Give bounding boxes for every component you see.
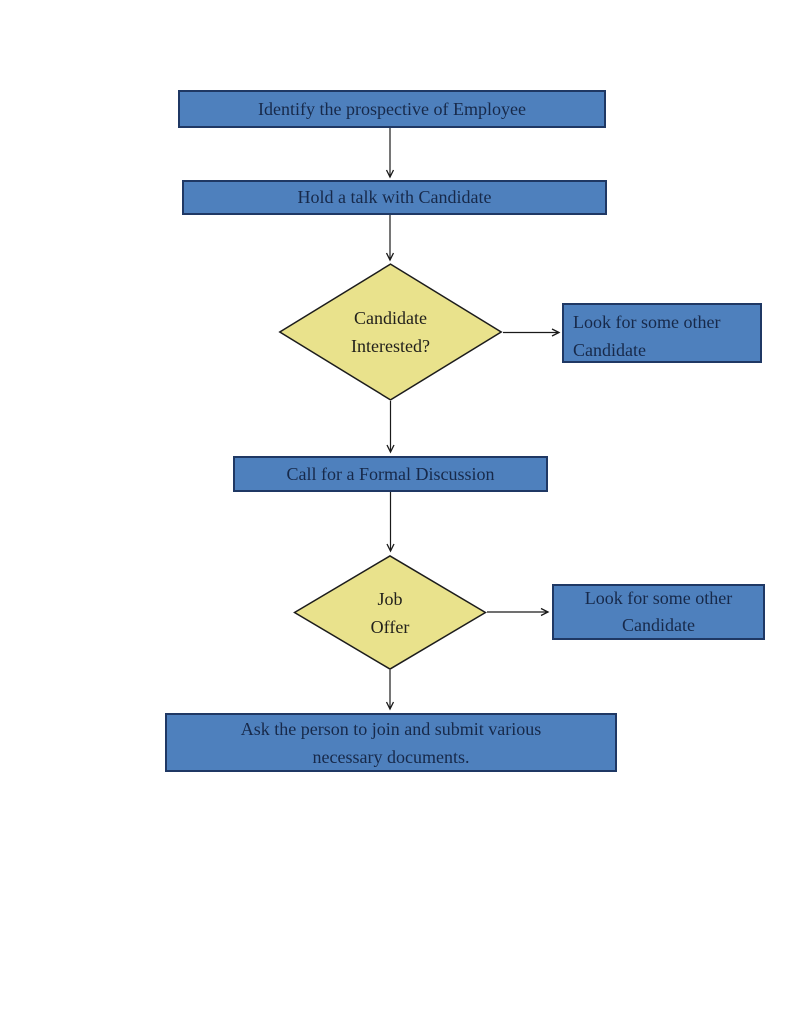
node-label-line2: Candidate [622, 615, 695, 635]
node-label: Call for a Formal Discussion [286, 463, 495, 484]
node-label-line2: Offer [370, 616, 410, 637]
process-ask-join-documents: Ask the person to join and submit variou… [165, 713, 617, 772]
node-label-line2: necessary documents. [312, 746, 470, 767]
process-look-other-candidate-1: Look for some other Candidate [562, 303, 762, 363]
node-label-line2: Candidate [573, 340, 646, 360]
node-label: Identify the prospective of Employee [258, 98, 526, 119]
node-label-line1: Job [377, 588, 403, 609]
process-identify-prospective: Identify the prospective of Employee [178, 90, 606, 128]
node-label: Job Offer [293, 555, 487, 670]
node-label: Hold a talk with Candidate [297, 187, 492, 207]
decision-job-offer: Job Offer [293, 555, 487, 670]
diamond-shape [293, 555, 487, 670]
process-look-other-candidate-2: Look for some other Candidate [552, 584, 765, 640]
diamond-shape [278, 263, 503, 401]
node-label-line1: Look for some other [573, 312, 721, 332]
process-call-formal-discussion: Call for a Formal Discussion [233, 456, 548, 492]
node-label-line1: Candidate [354, 308, 427, 328]
decision-candidate-interested: Candidate Interested? [278, 263, 503, 401]
node-label-line1: Ask the person to join and submit variou… [240, 718, 542, 739]
node-label-line1: Look for some other [584, 588, 733, 608]
process-hold-talk: Hold a talk with Candidate [182, 180, 607, 215]
node-label: Candidate Interested? [278, 263, 503, 401]
node-label-line2: Interested? [351, 336, 430, 356]
